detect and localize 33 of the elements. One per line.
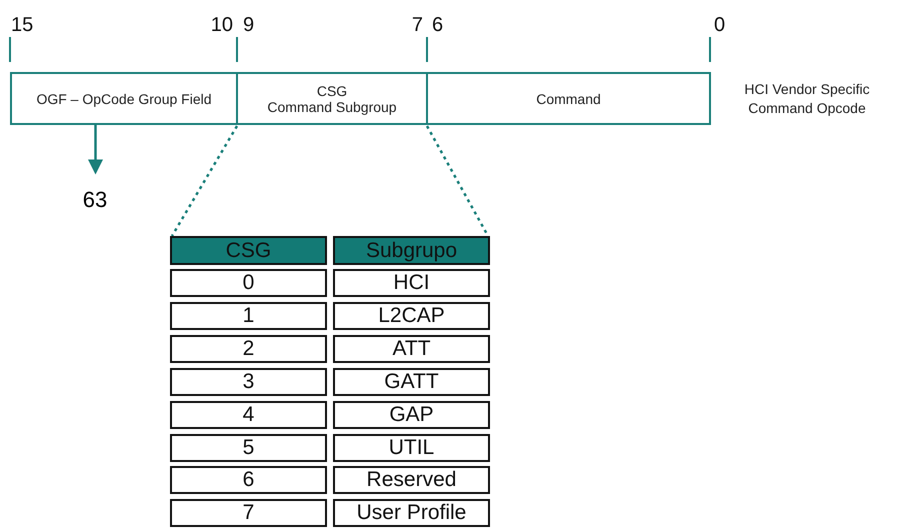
table-cell: L2CAP xyxy=(333,302,490,330)
bit-number: 10 xyxy=(210,14,233,37)
table-cell: HCI xyxy=(333,269,490,297)
table-cell: 3 xyxy=(170,368,327,396)
register-caption: HCI Vendor Specific Command Opcode xyxy=(743,80,871,118)
table-cell: ATT xyxy=(333,334,490,363)
table-cell: Reserved xyxy=(333,466,490,494)
table-cell: 0 xyxy=(170,269,327,297)
bit-number: 7 xyxy=(412,14,423,37)
bit-number: 6 xyxy=(432,14,444,37)
table-cell: 6 xyxy=(170,466,327,494)
table-cell: User Profile xyxy=(333,499,490,528)
bit-field: OGF – OpCode Group Field xyxy=(10,72,238,125)
field-label: Command Subgroup xyxy=(267,98,397,114)
table-header: Subgrupo xyxy=(333,236,490,265)
zoom-line xyxy=(170,125,238,237)
table-cell: 2 xyxy=(170,334,327,363)
bit-field: Command xyxy=(426,72,711,125)
field-label: CSG xyxy=(316,82,348,98)
arrow xyxy=(88,125,103,174)
bit-number: 0 xyxy=(714,14,726,37)
table-header: CSG xyxy=(170,236,327,265)
table-cell: 7 xyxy=(170,499,327,528)
table-cell: GAP xyxy=(333,400,490,429)
table-cell: GATT xyxy=(333,368,490,396)
table-cell: 4 xyxy=(170,400,327,429)
bit-number: 9 xyxy=(243,14,254,37)
table-cell: 1 xyxy=(170,302,327,330)
table-cell: 5 xyxy=(170,434,327,462)
value-text: 63 xyxy=(70,184,120,216)
table-cell: UTIL xyxy=(333,434,490,462)
bit-number: 15 xyxy=(11,14,34,37)
bit-field xyxy=(236,72,428,125)
